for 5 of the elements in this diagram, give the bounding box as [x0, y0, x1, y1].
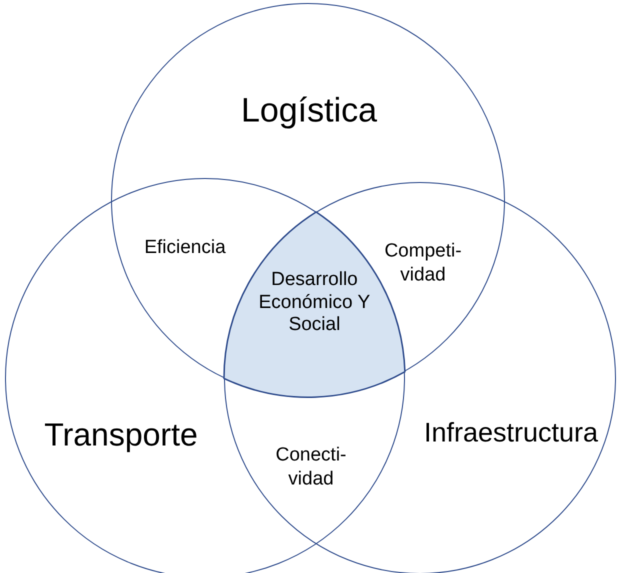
- overlap-label: Eficiencia: [143, 236, 227, 260]
- circle-title: Infraestructura: [424, 418, 598, 448]
- circle-title: Transporte: [44, 416, 198, 454]
- circle-title: Logística: [240, 92, 378, 130]
- overlap-label: Conecti- vidad: [274, 443, 348, 491]
